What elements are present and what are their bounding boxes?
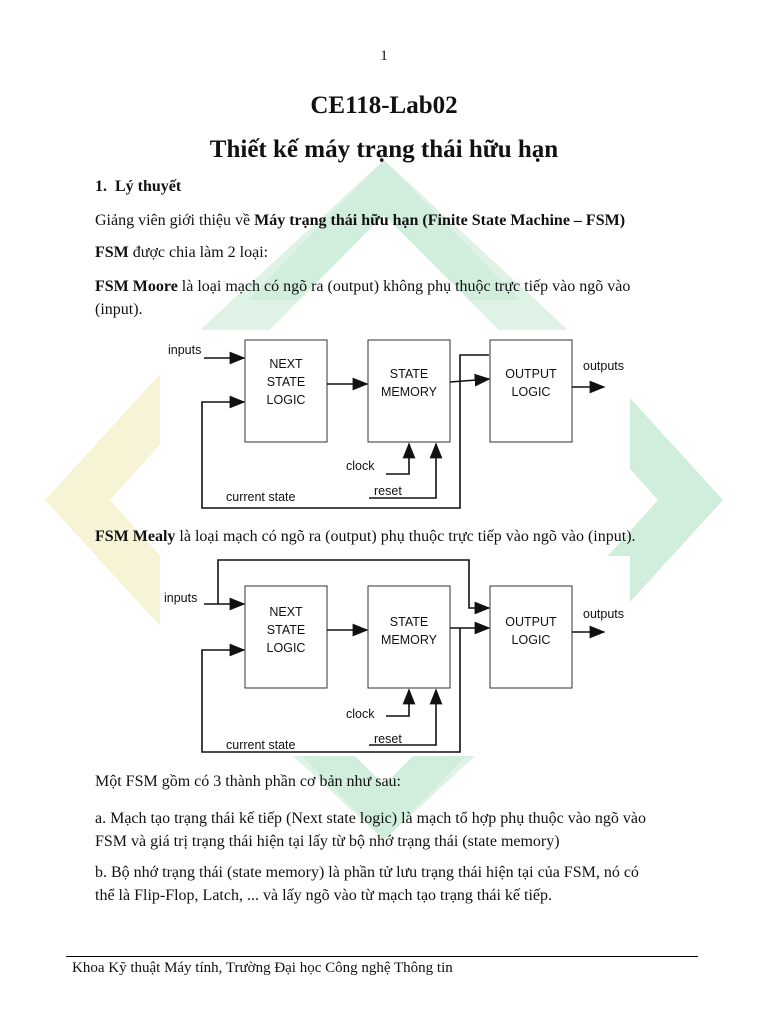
moore-reset-label: reset [374,484,402,498]
types-paragraph: FSM được chia làm 2 loại: [95,241,707,264]
mealy-outputs-label: outputs [583,607,624,621]
mealy-next-label-1: NEXT [269,605,303,619]
next-state-logic-block [244,339,328,443]
state-memory-block [367,339,451,443]
intro-term: Máy trạng thái hữu hạn [254,212,419,229]
intro-paragraph: Giảng viên giới thiệu về Máy trạng thái … [95,209,707,232]
types-term: FSM [95,244,129,261]
next-state-logic-block [244,585,328,689]
component-b-line2: thể là Flip-Flop, Latch, ... và lấy ngõ … [95,887,552,904]
moore-diagram: inputs outputs NEXT STATE LOGIC STATE ME… [160,330,630,515]
output-logic-block [489,585,573,689]
moore-paragraph: FSM Moore là loại mạch có ngõ ra (output… [95,275,707,321]
section-number: 1. [95,178,107,195]
moore-mem-label-2: MEMORY [381,385,438,399]
moore-current-state-label: current state [226,490,296,504]
moore-clock-label: clock [346,459,375,473]
moore-next-label-2: STATE [267,375,305,389]
intro-term-abbrev: (Finite State Machine – FSM) [418,212,626,229]
components-intro: Một FSM gồm có 3 thành phần cơ bản như s… [95,773,401,790]
component-a: a. Mạch tạo trạng thái kế tiếp (Next sta… [95,807,707,853]
component-b-line1: b. Bộ nhớ trạng thái (state memory) là p… [95,864,639,881]
mealy-inputs-label: inputs [164,591,197,605]
moore-out-label-2: LOGIC [512,385,551,399]
moore-term: FSM Moore [95,278,178,295]
page-number: 1 [380,48,388,64]
component-a-line1: a. Mạch tạo trạng thái kế tiếp (Next sta… [95,810,646,827]
moore-mem-label-1: STATE [390,367,428,381]
output-logic-block [489,339,573,443]
document-subtitle: Thiết kế máy trạng thái hữu hạn [209,136,559,163]
mealy-current-state-label: current state [226,738,296,752]
mealy-paragraph: FSM Mealy là loại mạch có ngõ ra (output… [95,525,707,548]
footer-divider [66,956,698,957]
section-heading: 1. Lý thuyết [95,178,181,196]
moore-out-label-1: OUTPUT [505,367,557,381]
intro-text: Giảng viên giới thiệu về [95,212,255,229]
mealy-text: là loại mạch có ngõ ra (output) phụ thuộ… [175,528,636,545]
mealy-next-label-3: LOGIC [267,641,306,655]
document-title: CE118-Lab02 [310,92,458,119]
mealy-next-label-2: STATE [267,623,305,637]
mealy-out-label-2: LOGIC [512,633,551,647]
moore-outputs-label: outputs [583,359,624,373]
types-text: được chia làm 2 loại: [128,244,269,261]
moore-text-cont: (input). [95,301,143,318]
moore-next-label-3: LOGIC [267,393,306,407]
mealy-mem-label-1: STATE [390,615,428,629]
page-footer: Khoa Kỹ thuật Máy tính, Trường Đại học C… [72,960,453,976]
state-memory-block [367,585,451,689]
moore-inputs-label: inputs [168,343,201,357]
component-b: b. Bộ nhớ trạng thái (state memory) là p… [95,861,707,907]
mealy-diagram: inputs outputs NEXT STATE LOGIC STATE ME… [160,556,630,756]
mealy-out-label-1: OUTPUT [505,615,557,629]
section-title: Lý thuyết [115,178,182,195]
moore-next-label-1: NEXT [269,357,303,371]
mealy-reset-label: reset [374,732,402,746]
component-a-line2: FSM và giá trị trạng thái hiện tại lấy t… [95,833,560,850]
mealy-term: FSM Mealy [95,528,176,545]
mealy-clock-label: clock [346,707,375,721]
mealy-mem-label-2: MEMORY [381,633,438,647]
moore-text: là loại mạch có ngõ ra (output) không ph… [177,278,631,295]
